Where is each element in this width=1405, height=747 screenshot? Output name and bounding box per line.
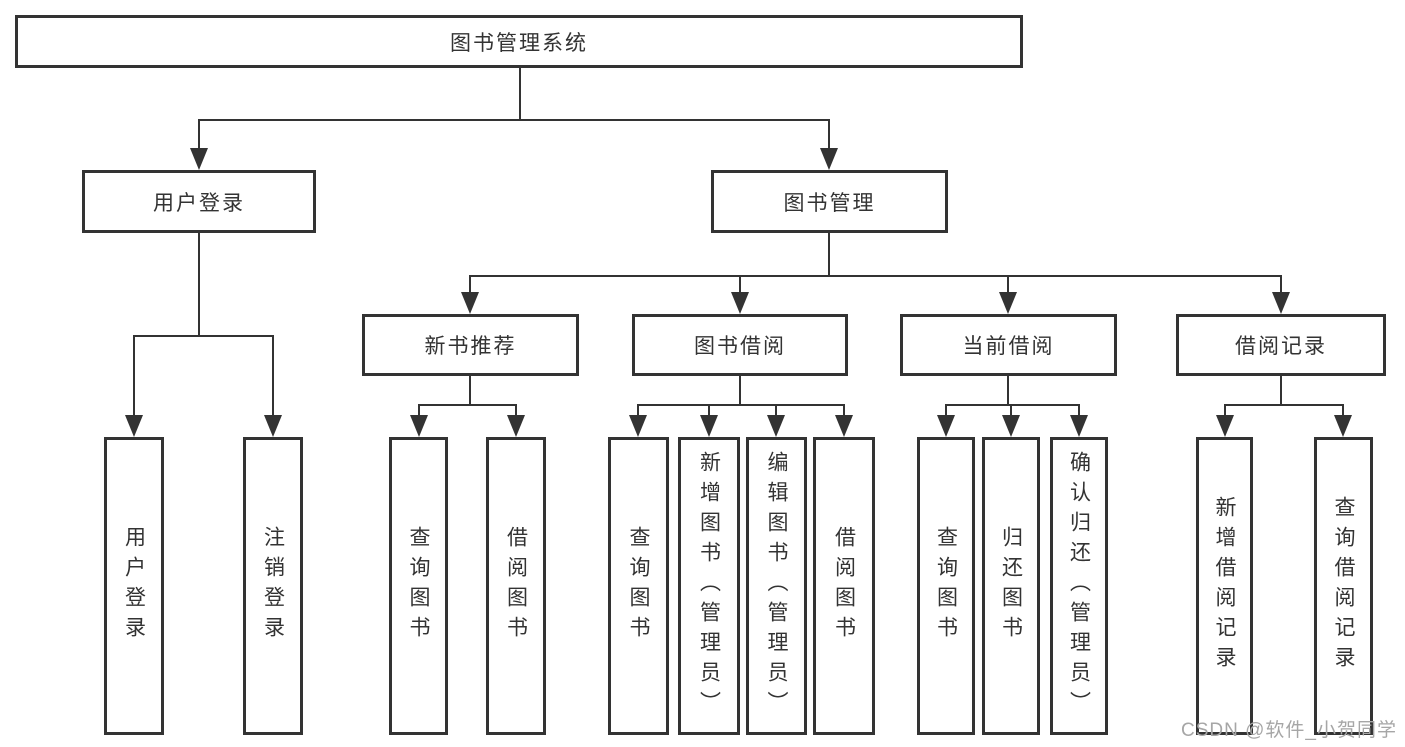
node-leaf-query-books-current: 查询图书: [917, 437, 975, 735]
arrowhead-down-icon: [820, 148, 838, 170]
arrowhead-down-icon: [731, 292, 749, 314]
node-root-label: 图书管理系统: [450, 31, 588, 55]
node-leaf-add-books-admin: 新增图书（管理员）: [678, 437, 740, 735]
node-leaf-query-books-current-label: 查询图书: [934, 526, 958, 646]
node-leaf-query-books-recommend: 查询图书: [389, 437, 448, 735]
connector-line: [945, 404, 947, 415]
arrowhead-down-icon: [1272, 292, 1290, 314]
connector-line: [272, 335, 274, 415]
arrowhead-down-icon: [1216, 415, 1234, 437]
node-leaf-add-books-admin-label: 新增图书（管理员）: [697, 451, 721, 721]
node-leaf-query-books-recommend-label: 查询图书: [407, 526, 430, 646]
node-branch-user-login: 用户登录: [82, 170, 316, 233]
connector-line: [1280, 275, 1282, 292]
connector-line: [1224, 404, 1226, 415]
node-module-current-borrow-label: 当前借阅: [962, 335, 1055, 358]
node-leaf-user-login: 用户登录: [104, 437, 164, 735]
node-leaf-edit-books-admin: 编辑图书（管理员）: [746, 437, 807, 735]
connector-line: [1007, 376, 1009, 406]
node-leaf-borrow-books-recommend: 借阅图书: [486, 437, 546, 735]
arrowhead-down-icon: [1070, 415, 1088, 437]
node-leaf-add-borrow-record-label: 新增借阅记录: [1213, 496, 1236, 676]
node-leaf-borrow-books: 借阅图书: [813, 437, 875, 735]
node-leaf-borrow-books-recommend-label: 借阅图书: [504, 526, 528, 646]
node-leaf-add-borrow-record: 新增借阅记录: [1196, 437, 1253, 735]
node-root: 图书管理系统: [15, 15, 1023, 68]
arrowhead-down-icon: [629, 415, 647, 437]
connector-line: [418, 404, 517, 406]
connector-line: [198, 233, 200, 337]
connector-line: [519, 68, 521, 120]
node-leaf-user-login-label: 用户登录: [122, 526, 146, 646]
node-leaf-logout-label: 注销登录: [261, 526, 285, 646]
node-module-book-borrow: 图书借阅: [632, 314, 848, 376]
connector-line: [469, 275, 1282, 277]
node-branch-book-management-label: 图书管理: [783, 191, 876, 215]
connector-line: [469, 376, 471, 406]
connector-line: [637, 404, 845, 406]
connector-line: [1224, 404, 1344, 406]
connector-line: [198, 119, 200, 148]
connector-line: [1007, 275, 1009, 292]
connector-line: [739, 376, 741, 406]
connector-line: [1010, 404, 1012, 415]
node-module-book-borrow-label: 图书借阅: [694, 335, 786, 358]
arrowhead-down-icon: [767, 415, 785, 437]
node-leaf-edit-books-admin-label: 编辑图书（管理员）: [765, 451, 788, 721]
node-branch-book-management: 图书管理: [711, 170, 948, 233]
arrowhead-down-icon: [937, 415, 955, 437]
node-module-new-book-recommend-label: 新书推荐: [424, 335, 517, 358]
node-leaf-query-borrow-record: 查询借阅记录: [1314, 437, 1373, 735]
connector-line: [828, 233, 830, 277]
node-leaf-confirm-return-admin-label: 确认归还（管理员）: [1067, 451, 1091, 721]
arrowhead-down-icon: [264, 415, 282, 437]
node-leaf-query-borrow-record-label: 查询借阅记录: [1332, 496, 1355, 676]
connector-line: [945, 404, 1080, 406]
arrowhead-down-icon: [999, 292, 1017, 314]
connector-line: [418, 404, 420, 415]
connector-line: [708, 404, 710, 415]
connector-line: [775, 404, 777, 415]
arrowhead-down-icon: [125, 415, 143, 437]
arrowhead-down-icon: [835, 415, 853, 437]
arrowhead-down-icon: [700, 415, 718, 437]
connector-line: [515, 404, 517, 415]
connector-line: [133, 335, 135, 415]
connector-line: [1078, 404, 1080, 415]
connector-line: [469, 275, 471, 292]
node-module-current-borrow: 当前借阅: [900, 314, 1117, 376]
watermark: CSDN @软件_小贺同学: [1181, 720, 1397, 741]
arrowhead-down-icon: [410, 415, 428, 437]
connector-line: [637, 404, 639, 415]
connector-line: [133, 335, 274, 337]
connector-line: [1342, 404, 1344, 415]
node-branch-user-login-label: 用户登录: [153, 191, 245, 215]
node-leaf-query-books-borrow: 查询图书: [608, 437, 669, 735]
arrowhead-down-icon: [1002, 415, 1020, 437]
arrowhead-down-icon: [1334, 415, 1352, 437]
connector-line: [739, 275, 741, 292]
node-leaf-borrow-books-label: 借阅图书: [832, 526, 856, 646]
node-leaf-return-books-label: 归还图书: [999, 526, 1023, 646]
node-leaf-query-books-borrow-label: 查询图书: [627, 526, 650, 646]
node-module-borrow-records: 借阅记录: [1176, 314, 1386, 376]
node-module-new-book-recommend: 新书推荐: [362, 314, 579, 376]
node-leaf-confirm-return-admin: 确认归还（管理员）: [1050, 437, 1108, 735]
arrowhead-down-icon: [507, 415, 525, 437]
connector-line: [843, 404, 845, 415]
arrowhead-down-icon: [190, 148, 208, 170]
connector-line: [828, 119, 830, 148]
connector-line: [1280, 376, 1282, 406]
arrowhead-down-icon: [461, 292, 479, 314]
node-leaf-return-books: 归还图书: [982, 437, 1040, 735]
connector-line: [198, 119, 830, 121]
node-module-borrow-records-label: 借阅记录: [1235, 335, 1327, 358]
node-leaf-logout: 注销登录: [243, 437, 303, 735]
